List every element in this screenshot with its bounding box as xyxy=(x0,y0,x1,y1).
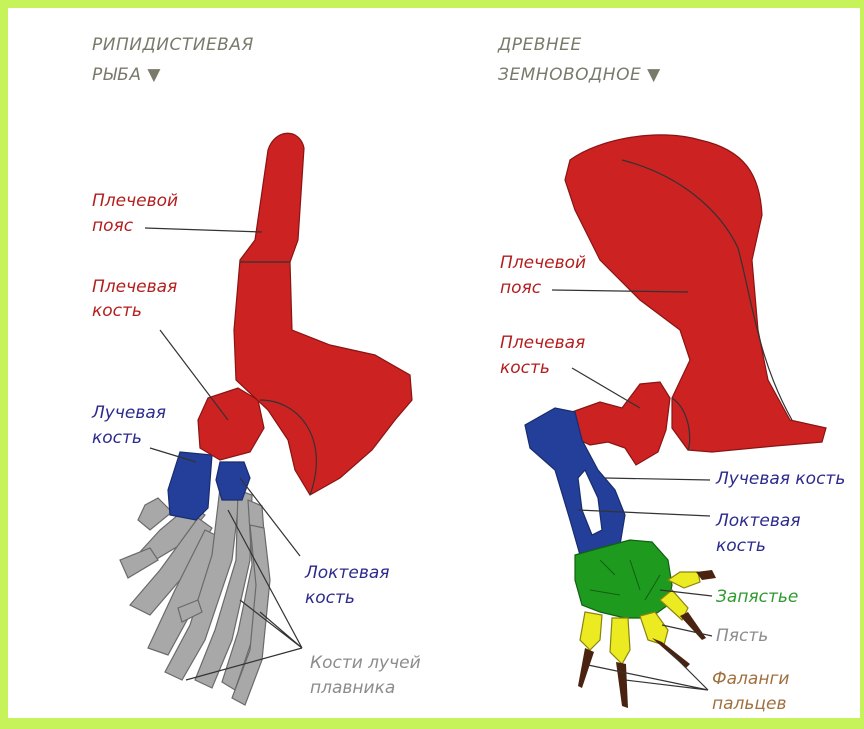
amphibian-shoulder-girdle-label-2: пояс xyxy=(500,278,542,298)
fish-fin-rays xyxy=(120,488,270,705)
amphibian-shoulder-girdle-label-1: Плечевой xyxy=(500,253,586,273)
fish-humerus xyxy=(198,388,264,460)
amphibian-metacarpus-leader xyxy=(662,625,712,636)
fish-humerus-label-1: Плечевая xyxy=(92,277,177,297)
fish-radius xyxy=(168,452,212,520)
fish-shoulder-leader xyxy=(145,228,262,232)
amphibian-humerus-leader xyxy=(572,368,640,408)
amphibian-limb xyxy=(525,135,826,708)
fish-shoulder-girdle xyxy=(234,133,412,495)
fish-radius-label-1: Лучевая xyxy=(91,403,166,423)
amphibian-title-line1: ДРЕВНЕЕ xyxy=(497,35,582,55)
fish-fin-rays-label-2: плавника xyxy=(310,678,395,698)
amphibian-metacarpal-5 xyxy=(668,572,700,588)
amphibian-carpus-label: Запястье xyxy=(716,587,798,607)
amphibian-humerus-label-1: Плечевая xyxy=(500,333,585,353)
amphibian-metacarpal-3 xyxy=(640,612,668,645)
amphibian-phalanges-label-1: Фаланги xyxy=(712,669,789,689)
amphibian-title-line2: ЗЕМНОВОДНОЕ ▼ xyxy=(498,65,661,85)
amphibian-ulna-label-1: Локтевая xyxy=(715,511,800,531)
amphibian-radius-leader xyxy=(605,478,710,480)
amphibian-ulna-label-2: кость xyxy=(716,536,766,556)
amphibian-phalanges-leader xyxy=(588,650,708,690)
fish-title-line2: РЫБА ▼ xyxy=(92,65,161,85)
fish-humerus-label-2: кость xyxy=(92,301,142,321)
amphibian-phalanges-label-2: пальцев xyxy=(712,694,786,714)
fish-shoulder-girdle-label-2: пояс xyxy=(92,216,134,236)
fish-title-line1: РИПИДИСТИЕВАЯ xyxy=(92,35,254,55)
amphibian-metacarpal-2 xyxy=(610,618,630,664)
amphibian-humerus-label-2: кость xyxy=(500,358,550,378)
fish-radius-label-2: кость xyxy=(92,428,142,448)
amphibian-metacarpus-label: Пясть xyxy=(716,626,768,646)
fish-ulna-label-2: кость xyxy=(305,588,355,608)
fish-fin-rays-label-1: Кости лучей xyxy=(310,653,421,673)
fish-ulna-label-1: Локтевая xyxy=(304,563,389,583)
amphibian-radius-label: Лучевая кость xyxy=(715,469,845,489)
fish-shoulder-girdle-label-1: Плечевой xyxy=(92,191,178,211)
amphibian-metacarpal-1 xyxy=(580,612,602,650)
fish-humerus-leader xyxy=(160,330,228,420)
